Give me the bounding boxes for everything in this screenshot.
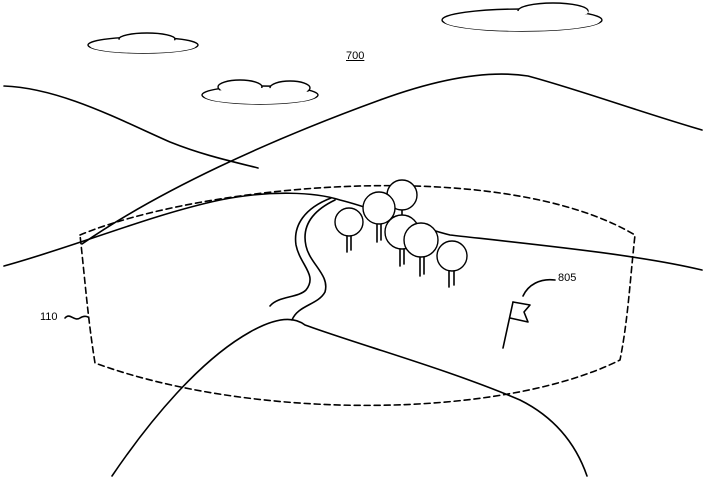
cloud-top-left — [87, 32, 199, 54]
tree-1 — [334, 207, 364, 253]
figure-reference-label: 700 — [346, 50, 365, 62]
flag-icon — [502, 301, 531, 349]
flag-reference-label: 805 — [558, 272, 577, 284]
tree-3 — [362, 191, 396, 243]
hill-right — [81, 73, 703, 245]
leader-110 — [64, 315, 89, 320]
tree-6 — [436, 240, 468, 288]
hill-middle — [3, 192, 703, 271]
path-right-edge — [291, 199, 336, 321]
cloud-top-right — [441, 2, 603, 32]
lens-reference-label: 110 — [40, 311, 58, 323]
tree-group — [334, 179, 468, 288]
leader-805 — [522, 278, 556, 297]
hill-foreground — [111, 318, 588, 477]
path-left-edge — [269, 197, 332, 307]
tree-5 — [403, 222, 439, 277]
cloud-middle — [201, 79, 319, 105]
lens-outline — [79, 184, 636, 407]
